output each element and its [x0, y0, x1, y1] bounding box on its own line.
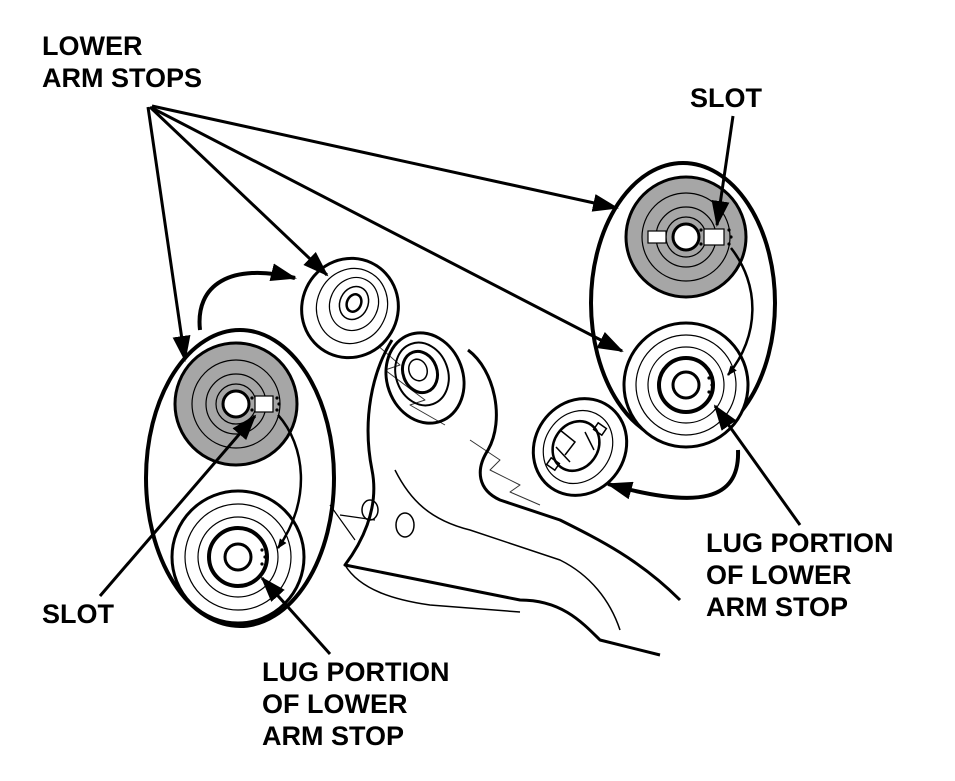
label-slot-top-text: SLOT: [690, 83, 762, 113]
label-lower-arm-stops-line-1: LOWER: [42, 31, 143, 61]
label-lug-right-line-1: LUG PORTION: [706, 528, 894, 558]
label-lower-arm-stops-line-2: ARM STOPS: [42, 63, 203, 93]
left-shaded-stop: [173, 341, 299, 467]
big-curved-arrows: [197, 263, 741, 500]
right-stop-group: [589, 161, 777, 449]
label-lug-portion-right: LUG PORTION OF LOWER ARM STOP: [706, 527, 894, 623]
left-stop-group: [144, 328, 336, 628]
lower-arm-stop-top: [300, 256, 400, 360]
label-lug-bottom-line-3: ARM STOP: [262, 721, 405, 751]
label-lug-right-line-3: ARM STOP: [706, 592, 849, 622]
control-arm-drawing: [329, 329, 682, 657]
label-lug-bottom-line-2: OF LOWER: [262, 689, 408, 719]
label-slot-bottom-text: SLOT: [42, 599, 114, 629]
lower-arm-stop-right: [531, 397, 629, 497]
label-lug-right-line-2: OF LOWER: [706, 560, 852, 590]
label-slot-top: SLOT: [690, 82, 762, 114]
leader-arrows: [98, 104, 802, 656]
label-lug-bottom-line-1: LUG PORTION: [262, 657, 450, 687]
label-lower-arm-stops: LOWER ARM STOPS: [42, 30, 202, 94]
label-lug-portion-bottom: LUG PORTION OF LOWER ARM STOP: [262, 656, 450, 752]
right-shaded-stop: [624, 175, 748, 299]
label-slot-bottom: SLOT: [42, 598, 114, 630]
